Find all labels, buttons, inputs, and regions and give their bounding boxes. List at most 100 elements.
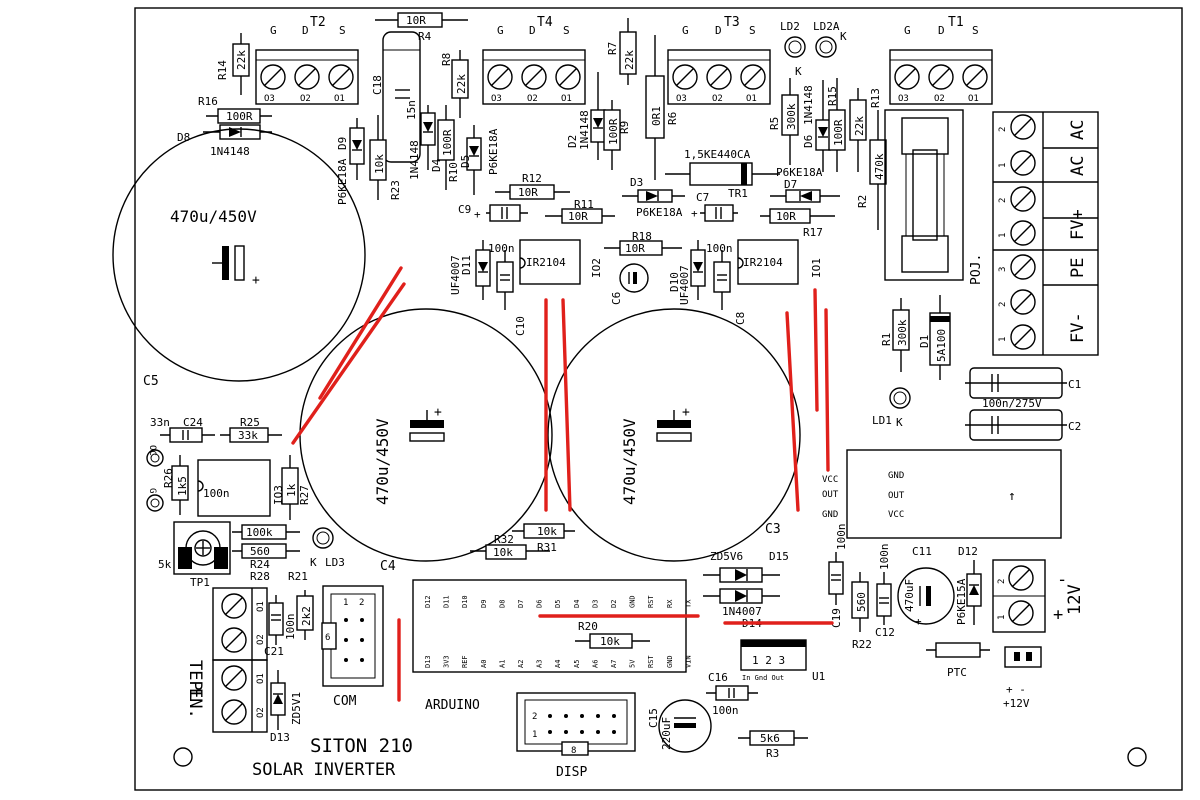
svg-text:100n: 100n xyxy=(488,242,515,255)
svg-text:R6: R6 xyxy=(666,112,679,125)
trimmer-tp1[interactable]: 5k TP1 xyxy=(158,521,231,589)
arduino-pin-label: D6 xyxy=(536,600,544,608)
svg-text:K: K xyxy=(840,30,847,43)
svg-text:D13: D13 xyxy=(270,731,290,744)
svg-text:P6KE18A: P6KE18A xyxy=(487,128,500,175)
svg-text:R1: R1 xyxy=(880,333,893,346)
svg-text:C10: C10 xyxy=(514,316,527,336)
svg-text:D12: D12 xyxy=(958,545,978,558)
svg-text:C12: C12 xyxy=(875,626,895,639)
svg-text:O3: O3 xyxy=(264,94,275,104)
svg-text:1: 1 xyxy=(997,615,1007,620)
svg-text:2: 2 xyxy=(998,302,1008,307)
terminal-tepl: O1 O2 TEPL. xyxy=(185,587,268,711)
capacitor-c2: C2 xyxy=(965,409,1081,441)
svg-text:O1: O1 xyxy=(968,94,979,104)
ic-io3: 100n IO3 xyxy=(197,459,285,517)
svg-text:LD3: LD3 xyxy=(325,556,345,569)
arduino-pin-label: D13 xyxy=(424,655,432,668)
svg-text:10k: 10k xyxy=(600,635,620,648)
ic-io2: IR2104 IO2 xyxy=(519,239,603,285)
arduino-pin-label: RST xyxy=(647,595,655,608)
jumper-wire xyxy=(561,298,572,512)
arduino-pin-label: D5 xyxy=(554,600,562,608)
arduino-pin-label: D12 xyxy=(424,595,432,608)
svg-text:GND: GND xyxy=(822,510,838,520)
svg-text:1: 1 xyxy=(343,598,348,608)
resistor-r26: R26 1k5 xyxy=(162,455,189,515)
resistor-r27: 1k R27 xyxy=(281,455,311,520)
svg-text:D11: D11 xyxy=(460,255,473,275)
diode-d13: ZD5V1 D13 xyxy=(270,670,303,744)
svg-text:S: S xyxy=(563,24,570,37)
svg-text:UF4007: UF4007 xyxy=(678,265,691,305)
svg-text:1N4148: 1N4148 xyxy=(578,110,591,150)
svg-text:1: 1 xyxy=(998,233,1008,238)
terminal-12v: 2 1 - + 12V xyxy=(992,559,1085,633)
led-ld1: LD1 K xyxy=(872,387,911,429)
resistor-r12: R12 10R xyxy=(495,172,570,200)
capacitor-c15: C15 220uF xyxy=(647,699,712,753)
svg-text:2: 2 xyxy=(532,712,537,722)
capacitor-c10: 100n C10 xyxy=(488,242,527,336)
svg-text:VCC: VCC xyxy=(888,510,904,520)
capacitor-c4: 470u/450V + C4 xyxy=(299,308,553,574)
capacitor-c7: C7 + xyxy=(691,191,738,222)
board-title: SITON 210 xyxy=(310,735,413,757)
svg-text:ZD5V6: ZD5V6 xyxy=(710,550,743,563)
arduino-pin-label: RX xyxy=(666,599,674,608)
svg-text:C18: C18 xyxy=(371,75,384,95)
diode-d10: D10 UF4007 xyxy=(668,240,706,305)
svg-text:10R: 10R xyxy=(776,210,796,223)
svg-text:K: K xyxy=(795,65,802,78)
svg-text:U1: U1 xyxy=(812,670,825,683)
capacitor-c24: 33n C24 xyxy=(150,416,215,443)
power-terminal-block: 2 1 2 1 3 2 1 AC AC FV+ PE FV- xyxy=(992,111,1099,356)
svg-text:10k: 10k xyxy=(493,546,513,559)
svg-text:D4: D4 xyxy=(430,158,443,172)
svg-text:220uF: 220uF xyxy=(660,717,673,750)
svg-text:ARDUINO: ARDUINO xyxy=(425,698,480,713)
svg-text:R2: R2 xyxy=(856,195,869,208)
svg-text:33k: 33k xyxy=(238,429,258,442)
svg-text:D3: D3 xyxy=(630,176,643,189)
svg-text:D: D xyxy=(529,24,536,37)
svg-text:PTC: PTC xyxy=(947,666,967,679)
resistor-r22: 560 R22 xyxy=(851,572,872,651)
svg-text:O1: O1 xyxy=(334,94,345,104)
ptc: PTC xyxy=(926,642,990,679)
resistor-r9: 100R R9 xyxy=(603,100,631,170)
led-ld2a: LD2A K xyxy=(813,20,847,58)
svg-text:1N4148: 1N4148 xyxy=(802,85,815,125)
arduino-pin-label: A7 xyxy=(610,660,618,668)
svg-text:EN.: EN. xyxy=(185,688,205,719)
svg-text:22k: 22k xyxy=(235,50,248,70)
svg-text:560: 560 xyxy=(855,592,868,612)
svg-text:GND: GND xyxy=(888,471,904,481)
capacitor-c8: 100n C8 xyxy=(706,242,747,325)
red-jumper-wires xyxy=(291,266,834,702)
svg-text:G: G xyxy=(682,24,689,37)
svg-text:470u/450V: 470u/450V xyxy=(373,418,392,505)
svg-text:R23: R23 xyxy=(389,180,402,200)
jumper-wire xyxy=(824,308,830,472)
svg-text:5A100: 5A100 xyxy=(935,329,948,362)
svg-text:D2: D2 xyxy=(566,135,579,148)
diode-d3: D3 P6KE18A xyxy=(622,176,685,219)
svg-text:ZD5V1: ZD5V1 xyxy=(290,692,303,725)
svg-text:LD1: LD1 xyxy=(872,414,892,427)
svg-text:R7: R7 xyxy=(606,42,619,55)
svg-text:10R: 10R xyxy=(625,242,645,255)
svg-text:C15: C15 xyxy=(647,708,660,728)
terminal-en: O1 O2 EN. xyxy=(185,659,268,733)
fuse-holder: POJ. xyxy=(884,109,984,285)
regulator-u1: 1 2 3 In Gnd Out U1 xyxy=(740,639,825,683)
led-ld3: K LD3 xyxy=(310,527,345,569)
diode-d12: D12 P6KE15A xyxy=(955,545,982,625)
svg-text:+: + xyxy=(691,207,698,220)
resistor-r13: 22k R13 xyxy=(849,88,882,172)
resistor-r32: R32 10k xyxy=(470,533,550,560)
capacitor-c5: 470u/450V + C5 xyxy=(112,128,366,389)
resistor-r16: R16 100R xyxy=(198,95,272,124)
svg-text:R10: R10 xyxy=(447,162,460,182)
